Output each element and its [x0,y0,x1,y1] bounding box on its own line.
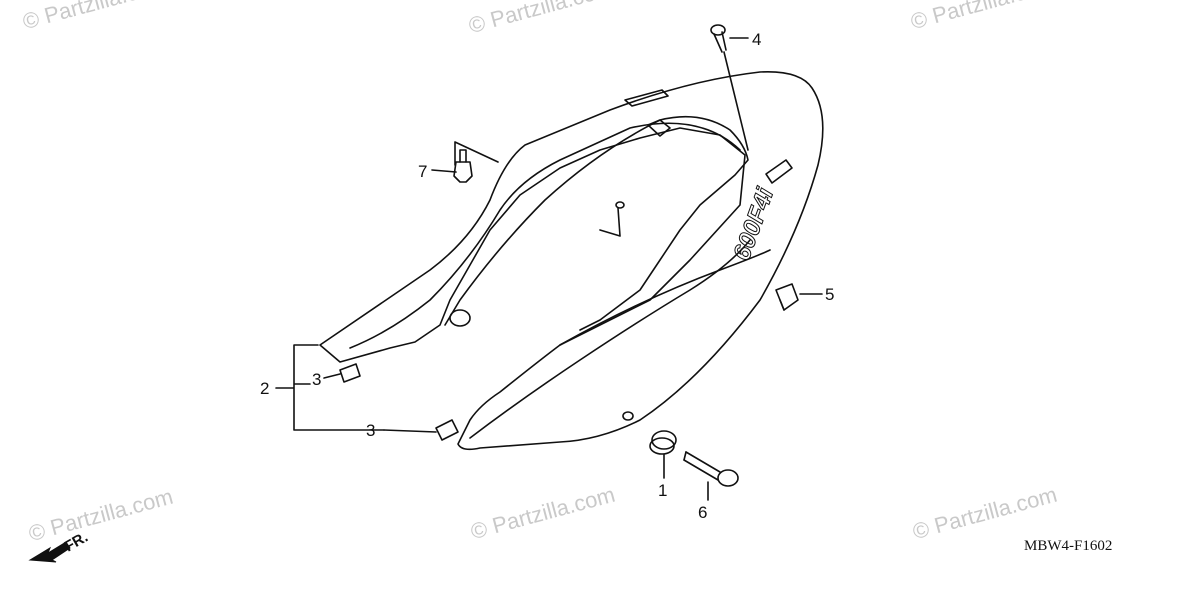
side-rib [559,249,771,346]
diagram-code: MBW4-F1602 [1024,538,1113,554]
leader-3b [383,429,437,433]
inner-rim-lower [469,239,751,439]
bolt-part-6 [683,451,739,487]
grommet-part-1 [649,430,677,455]
callout-5: 5 [825,285,834,304]
callout-1: 1 [658,481,667,500]
rear-cowl-outline [319,71,824,451]
callout-3a: 3 [312,370,321,389]
inner-rim [349,122,741,349]
callout-3b: 3 [366,421,375,440]
cushion-part-3-upper [339,363,361,383]
grommet-part-5 [775,283,799,311]
callout-4: 4 [752,30,761,49]
leader-3a [323,373,341,379]
callout-2: 2 [260,379,269,398]
callout-7: 7 [418,162,427,181]
top-vent [624,89,669,107]
cowl-model-text: 600F4i [728,183,779,264]
seat-opening [444,115,749,331]
front-direction-arrow: FR. [28,529,91,563]
bracket-2 [275,344,385,431]
screw-part-4 [710,24,749,151]
clip-part-7 [453,149,473,183]
callout-6: 6 [698,503,707,522]
front-direction-label: FR. [62,529,91,556]
cushion-part-3-lower [435,419,459,441]
side-vent [765,159,793,184]
leader-7 [431,169,457,173]
